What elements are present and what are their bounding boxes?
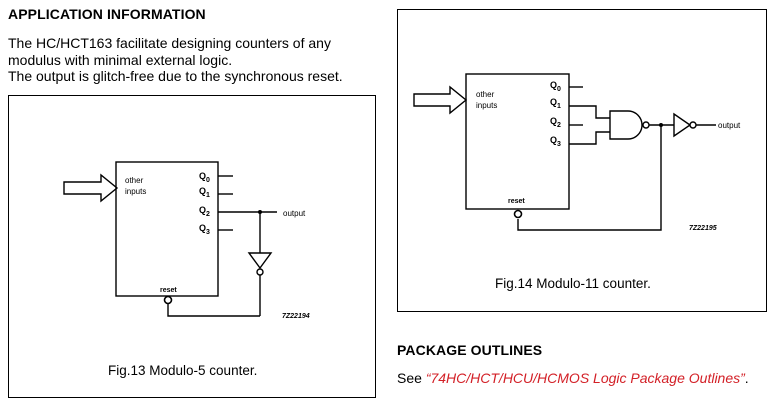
block-label-inputs: inputs: [476, 101, 497, 110]
pin-q1-label: Q1: [550, 97, 561, 110]
q3-to-gate-wire: [569, 131, 610, 145]
section-heading-package-outlines: PACKAGE OUTLINES: [397, 342, 543, 358]
inverter-bubble-icon: [256, 268, 264, 276]
pin-q0-label: Q0: [199, 171, 210, 184]
figure-13-frame: other inputs Q0 Q1 Q2 Q3 output reset 7Z…: [8, 95, 376, 398]
nand-gate-icon: [609, 110, 643, 140]
end-text: .: [744, 370, 749, 386]
figure-14-caption: Fig.14 Modulo-11 counter.: [495, 276, 651, 291]
reset-label: reset: [508, 198, 525, 205]
inverter-bubble-icon: [689, 121, 697, 129]
pin-q3-label: Q3: [550, 135, 561, 148]
paragraph-line: The HC/HCT163 facilitate designing count…: [8, 35, 331, 51]
application-paragraph: The HC/HCT163 facilitate designing count…: [8, 35, 343, 85]
block-label-other: other: [125, 176, 144, 185]
reference-code: 7Z22194: [282, 313, 310, 320]
inverter-icon: [673, 112, 692, 138]
paragraph-line: The output is glitch-free due to the syn…: [8, 68, 343, 84]
pin-q2-label: Q2: [550, 116, 561, 129]
pin-q1-label: Q1: [199, 186, 210, 199]
reset-label: reset: [160, 287, 177, 294]
reset-bubble-icon: [513, 209, 523, 219]
package-outlines-text: See “74HC/HCT/HCU/HCMOS Logic Package Ou…: [397, 370, 749, 387]
nand-bubble-icon: [642, 121, 650, 129]
pin-q0-label: Q0: [550, 80, 561, 93]
output-label: output: [718, 121, 741, 130]
package-outlines-link[interactable]: “74HC/HCT/HCU/HCMOS Logic Package Outlin…: [425, 370, 745, 386]
block-label-other: other: [476, 90, 495, 99]
block-label-inputs: inputs: [125, 187, 146, 196]
reset-bubble-icon: [163, 295, 173, 305]
input-arrow-icon: [413, 85, 468, 115]
figure-14-diagram: other inputs Q0 Q1 Q2 Q3 output reset 7Z…: [413, 73, 741, 232]
output-label: output: [283, 209, 306, 218]
reset-feedback-wire: [517, 125, 662, 231]
reference-code: 7Z22195: [689, 225, 717, 232]
see-text: See: [397, 370, 426, 386]
counter-block: [465, 73, 570, 210]
input-arrow-icon: [63, 173, 119, 203]
pin-q2-label: Q2: [199, 205, 210, 218]
q1-to-gate-wire: [569, 105, 610, 119]
figure-13-caption: Fig.13 Modulo-5 counter.: [108, 363, 258, 378]
figure-14-frame: other inputs Q0 Q1 Q2 Q3 output reset 7Z…: [397, 9, 767, 312]
pin-q3-label: Q3: [199, 223, 210, 236]
figure-13-diagram: other inputs Q0 Q1 Q2 Q3 output reset 7Z…: [63, 161, 310, 320]
paragraph-line: modulus with minimal external logic.: [8, 51, 233, 68]
reset-feedback-wire: [167, 304, 260, 317]
section-heading-application-information: APPLICATION INFORMATION: [8, 6, 206, 22]
inverter-icon: [247, 252, 273, 270]
